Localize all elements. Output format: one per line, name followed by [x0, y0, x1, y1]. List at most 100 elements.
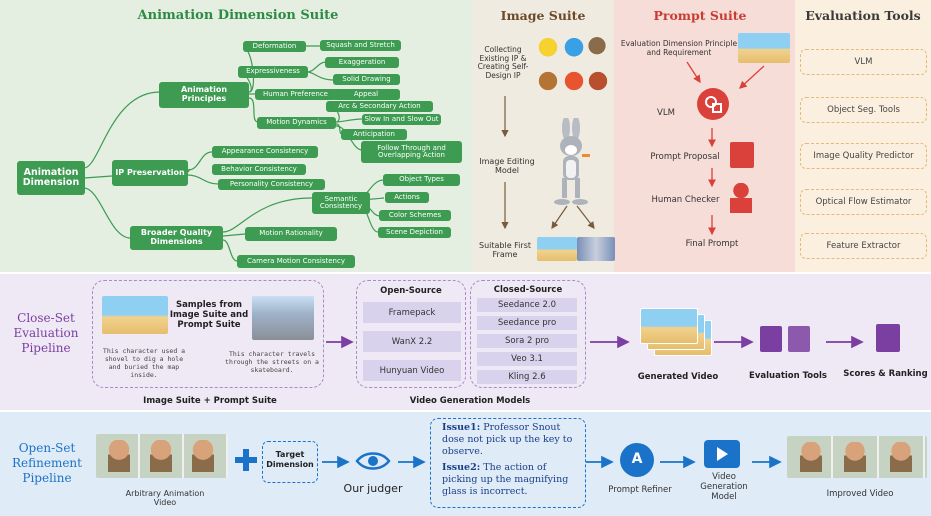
- motion-rationality-box: Motion Rationality: [245, 227, 337, 241]
- human-checker-icon: [730, 183, 752, 213]
- prompt-refiner-glyph: A: [631, 451, 643, 467]
- semantic-consistency-box: Semantic Consistency: [312, 192, 370, 214]
- generated-video-label: Generated Video: [637, 372, 719, 382]
- personality-consistency-box: Personality Consistency: [218, 179, 325, 190]
- judger-label: Our judger: [343, 482, 403, 495]
- pig-icon-6: [890, 442, 912, 472]
- model-wanx: WanX 2.2: [363, 331, 461, 352]
- exaggeration-box: Exaggeration: [325, 57, 399, 68]
- first-frame-thumb-2: [577, 237, 615, 261]
- models-label: Video Generation Models: [409, 396, 531, 406]
- model-framepack: Framepack: [363, 302, 461, 323]
- model-seedance-pro: Seedance pro: [477, 316, 577, 330]
- image-editing-label: Image Editing Model: [479, 157, 535, 176]
- camera-motion-box: Camera Motion Consistency: [237, 255, 355, 268]
- model-hunyuan: Hunyuan Video: [363, 360, 461, 381]
- tool-optical-flow: Optical Flow Estimator: [800, 189, 927, 215]
- follow-through-box: Follow Through and Overlapping Action: [361, 141, 462, 163]
- solid-drawing-box: Solid Drawing: [333, 74, 400, 85]
- final-prompt-label: Final Prompt: [685, 239, 739, 249]
- pig-icon-2: [150, 440, 172, 472]
- model-veo: Veo 3.1: [477, 352, 577, 366]
- arbitrary-label: Arbitrary Animation Video: [125, 489, 205, 508]
- doraemon-icon: [564, 34, 584, 58]
- improved-video-label: Improved Video: [826, 489, 894, 499]
- samples-box: [92, 280, 324, 388]
- pirate-icon: [588, 34, 606, 60]
- image-suite-arrows: [501, 96, 595, 230]
- vlm-glyph: [705, 96, 722, 113]
- prompt-suite-arrows: [686, 61, 765, 236]
- character-icons: [536, 34, 612, 100]
- motion-dynamics-box: Motion Dynamics: [257, 117, 336, 129]
- eye-icon: [355, 452, 391, 470]
- generated-video-stack-1: [640, 308, 698, 344]
- eval-tools-icon: [760, 326, 782, 352]
- vlm-label: VLM: [657, 108, 675, 118]
- appeal-box: Appeal: [332, 89, 400, 100]
- pig-icon-5: [844, 442, 866, 472]
- prompt-refiner-label: Prompt Refiner: [608, 485, 672, 495]
- model-sora: Sora 2 pro: [477, 334, 577, 348]
- tool-image-quality: Image Quality Predictor: [800, 143, 927, 169]
- pig-icon-1: [108, 440, 130, 472]
- object-types-box: Object Types: [383, 174, 460, 186]
- prompt-refiner-icon: [620, 443, 654, 477]
- issue-1-label: Issue1:: [442, 422, 481, 433]
- closed-source-box: [470, 280, 586, 388]
- eval-tools-label: Evaluation Tools: [749, 371, 827, 381]
- human-preference-box: Human Preference: [255, 89, 336, 100]
- model-seedance-2: Seedance 2.0: [477, 298, 577, 312]
- plus-icon: [235, 449, 257, 471]
- appearance-consistency-box: Appearance Consistency: [212, 146, 318, 158]
- color-schemes-box: Color Schemes: [379, 210, 451, 221]
- closed-source-title: Closed-Source: [493, 285, 563, 295]
- principle-label: Evaluation Dimension Principle and Requi…: [620, 39, 738, 57]
- principle-thumb: [738, 33, 790, 63]
- first-frame-thumb-1: [537, 237, 577, 261]
- bunny-character: [548, 116, 592, 206]
- close-set-title: Close-Set Evaluation Pipeline: [13, 311, 79, 355]
- animation-suite-title: Animation Dimension Suite: [137, 8, 339, 23]
- scores-icon: [876, 324, 900, 352]
- issues-box: [430, 418, 586, 508]
- video-model-label: Video Generation Model: [700, 472, 748, 502]
- fire-creature-icon: [564, 68, 584, 94]
- samples-title: Samples from Image Suite and Prompt Suit…: [169, 300, 249, 331]
- behavior-consistency-box: Behavior Consistency: [212, 164, 306, 175]
- prompt-suite-title: Prompt Suite: [653, 8, 747, 23]
- close-set-arrows: [326, 335, 864, 349]
- tool-object-seg: Object Seg. Tools: [800, 97, 927, 123]
- human-checker-label: Human Checker: [651, 195, 720, 205]
- scores-label: Scores & Ranking: [843, 369, 928, 379]
- tool-vlm: VLM: [800, 49, 927, 75]
- issue-2-label: Issue2:: [442, 462, 481, 473]
- prompt-proposal-icon: [730, 142, 754, 168]
- play-icon: [717, 447, 728, 461]
- slow-in-out-box: Slow In and Slow Out: [362, 114, 441, 125]
- arc-action-box: Arc & Secondary Action: [326, 101, 433, 112]
- pikachu-icon: [538, 34, 558, 58]
- pig-icon-4: [800, 442, 822, 472]
- open-set-arrows: [322, 455, 782, 469]
- pig-icon-3: [192, 440, 214, 472]
- issue-2: Issue2: The action of picking up the mag…: [442, 462, 584, 498]
- issue-1-text: Professor Snout dose not pick up the key…: [442, 422, 573, 457]
- prompt-proposal-label: Prompt Proposal: [650, 152, 720, 162]
- eval-tools-panel: [795, 0, 931, 272]
- collecting-label: Collecting Existing IP & Creating Self-D…: [477, 45, 529, 80]
- suite-label: Image Suite + Prompt Suite: [143, 396, 277, 406]
- target-dimension-label: Target Dimension: [266, 450, 314, 469]
- actions-box: Actions: [385, 192, 429, 203]
- deformation-box: Deformation: [243, 41, 306, 52]
- bunny-icon: [554, 116, 590, 205]
- open-source-box: [356, 280, 466, 388]
- dragon-icon: [588, 68, 608, 94]
- animation-principles-box: Animation Principles: [159, 82, 249, 108]
- model-kling: Kling 2.6: [477, 370, 577, 384]
- open-set-title: Open-Set Refinement Pipeline: [11, 441, 82, 485]
- target-dimension-box: [262, 441, 318, 483]
- image-suite-title: Image Suite: [500, 8, 586, 23]
- eval-tools-title: Evaluation Tools: [805, 8, 921, 23]
- monkey-icon: [538, 68, 558, 94]
